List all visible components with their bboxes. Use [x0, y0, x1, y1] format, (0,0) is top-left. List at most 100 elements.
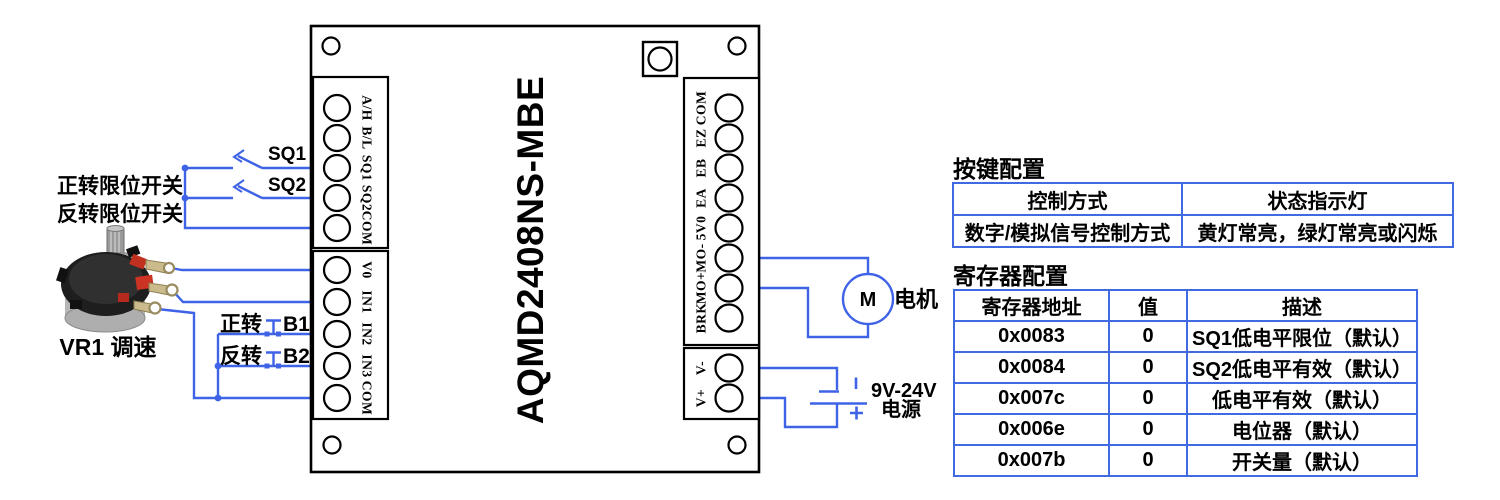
- table-row: 0x0084 0 SQ2低电平有效（默认）: [953, 351, 1418, 384]
- cell-register-desc: 低电平有效（默认）: [1186, 382, 1418, 415]
- b2-contact: [276, 363, 281, 369]
- cell-register-addr: 0x0083: [953, 320, 1110, 353]
- b1-contact: [276, 331, 281, 337]
- terminal-label: SQ1: [359, 155, 374, 181]
- wire-vplus-to-battery: [758, 396, 839, 429]
- terminal-label: EA: [694, 188, 709, 208]
- terminal-hole: [714, 93, 744, 123]
- terminal-hole: [714, 123, 744, 153]
- header-cell: 控制方式: [952, 182, 1183, 216]
- terminal-label: COM: [359, 211, 374, 246]
- terminal-hole: [714, 353, 744, 383]
- pot-lug-hole: [165, 283, 179, 297]
- wire-mo-minus-to-motor: [758, 256, 870, 274]
- cell-register-addr: 0x0084: [953, 351, 1110, 384]
- terminal-hole: [322, 183, 352, 213]
- b2-button-symbol: [266, 351, 281, 366]
- wire-switch-common-bus: [183, 168, 312, 230]
- terminal-hole: [322, 255, 352, 285]
- terminal-hole: [714, 213, 744, 243]
- forward-limit-label: 正转限位开关: [57, 174, 183, 198]
- terminal-label: V-: [694, 361, 709, 375]
- terminal-hole: [714, 243, 744, 273]
- terminal-label: V0: [359, 261, 374, 279]
- terminal-hole: [322, 123, 352, 153]
- wire-mo-plus-to-motor: [758, 286, 870, 339]
- pot-body-top: [69, 254, 143, 304]
- terminal-labels: A/H B/L SQ1 SQ2 COM V0 IN1 IN2 IN3 COM C…: [359, 91, 708, 416]
- terminal-hole: [714, 383, 744, 413]
- junction-dot: [214, 362, 222, 370]
- cell-status-led: 黄灯常亮，绿灯常亮或闪烁: [1181, 214, 1454, 248]
- wire-junctions: [181, 164, 281, 402]
- vr1-label: VR1 调速: [59, 334, 156, 360]
- pot-shaft-knurl: [110, 229, 120, 254]
- pot-red-wafer: [118, 293, 129, 302]
- pot-lug-hole: [162, 261, 176, 275]
- psu-voltage-label: 9V-24V: [871, 380, 937, 402]
- b2-label: B2: [283, 345, 310, 368]
- key-config-table: 控制方式 状态指示灯 数字/模拟信号控制方式 黄灯常亮，绿灯常亮或闪烁: [952, 182, 1454, 248]
- mount-hole: [322, 435, 342, 455]
- cell-control-mode: 数字/模拟信号控制方式: [952, 214, 1183, 248]
- mount-hole: [321, 36, 341, 56]
- table-row: 0x007c 0 低电平有效（默认）: [953, 382, 1418, 415]
- register-config-table: 寄存器地址 值 描述 0x0083 0 SQ1低电平限位（默认） 0x0084 …: [953, 289, 1418, 477]
- sq2-label: SQ2: [268, 175, 306, 196]
- reverse-button-label: 反转: [220, 344, 262, 368]
- pot-shaft-top: [106, 225, 125, 232]
- terminal-hole: [714, 303, 744, 333]
- terminal-hole: [322, 93, 352, 123]
- psu-label: 电源: [881, 398, 921, 421]
- cell-register-desc: 电位器（默认）: [1186, 413, 1418, 446]
- terminal-label: BRK: [694, 303, 709, 334]
- cell-register-value: 0: [1108, 444, 1188, 477]
- junction-dot: [181, 164, 189, 172]
- register-config-title: 寄存器配置: [953, 263, 1068, 289]
- pot-red-wafer: [129, 253, 148, 270]
- terminal-hole: [322, 319, 352, 349]
- terminal-hole: [714, 183, 744, 213]
- reverse-limit-label: 反转限位开关: [57, 202, 183, 226]
- b1-contact: [264, 331, 270, 337]
- header-cell: 描述: [1186, 289, 1418, 322]
- junction-dot: [181, 194, 189, 202]
- terminal-hole: [322, 287, 352, 317]
- cell-register-addr: 0x007c: [953, 382, 1110, 415]
- terminal-label: 5V0: [694, 216, 709, 241]
- table-row: 控制方式 状态指示灯: [952, 182, 1454, 216]
- motor-symbol: M: [841, 272, 895, 326]
- terminal-label: IN1: [359, 290, 374, 313]
- terminal-label: V+: [694, 389, 709, 407]
- terminal-label: MO-: [694, 243, 709, 272]
- cell-register-value: 0: [1108, 413, 1188, 446]
- wire-vminus-to-battery: [758, 366, 839, 390]
- sq1-switch-hook: [232, 149, 245, 163]
- sq1-label: SQ1: [268, 144, 306, 165]
- table-row: 0x007b 0 开关量（默认）: [953, 444, 1418, 477]
- onboard-pushbutton-cap: [647, 46, 673, 72]
- cell-register-addr: 0x006e: [953, 413, 1110, 446]
- wire-pot-wiper-to-IN1: [172, 290, 312, 304]
- terminal-hole: [322, 383, 352, 413]
- table-row: 0x006e 0 电位器（默认）: [953, 413, 1418, 446]
- terminal-hole: [322, 351, 352, 381]
- motor-m: M: [860, 289, 877, 311]
- table-row: 0x0083 0 SQ1低电平限位（默认）: [953, 320, 1418, 353]
- sq2-switch-blade: [237, 184, 263, 200]
- controller-board: [309, 24, 761, 474]
- b2-contact: [264, 363, 270, 369]
- pot-tab: [56, 267, 69, 284]
- terminal-hole: [322, 153, 352, 183]
- potentiometer-image: [56, 225, 170, 333]
- terminal-label: EB: [694, 158, 709, 177]
- b1-button-symbol: [266, 319, 281, 334]
- motor-label: 电机: [894, 287, 938, 312]
- b1-label: B1: [283, 313, 310, 336]
- terminal-label: COM: [359, 381, 374, 416]
- key-config-title: 按键配置: [953, 156, 1045, 182]
- mount-hole: [727, 36, 747, 56]
- terminal-hole: [714, 273, 744, 303]
